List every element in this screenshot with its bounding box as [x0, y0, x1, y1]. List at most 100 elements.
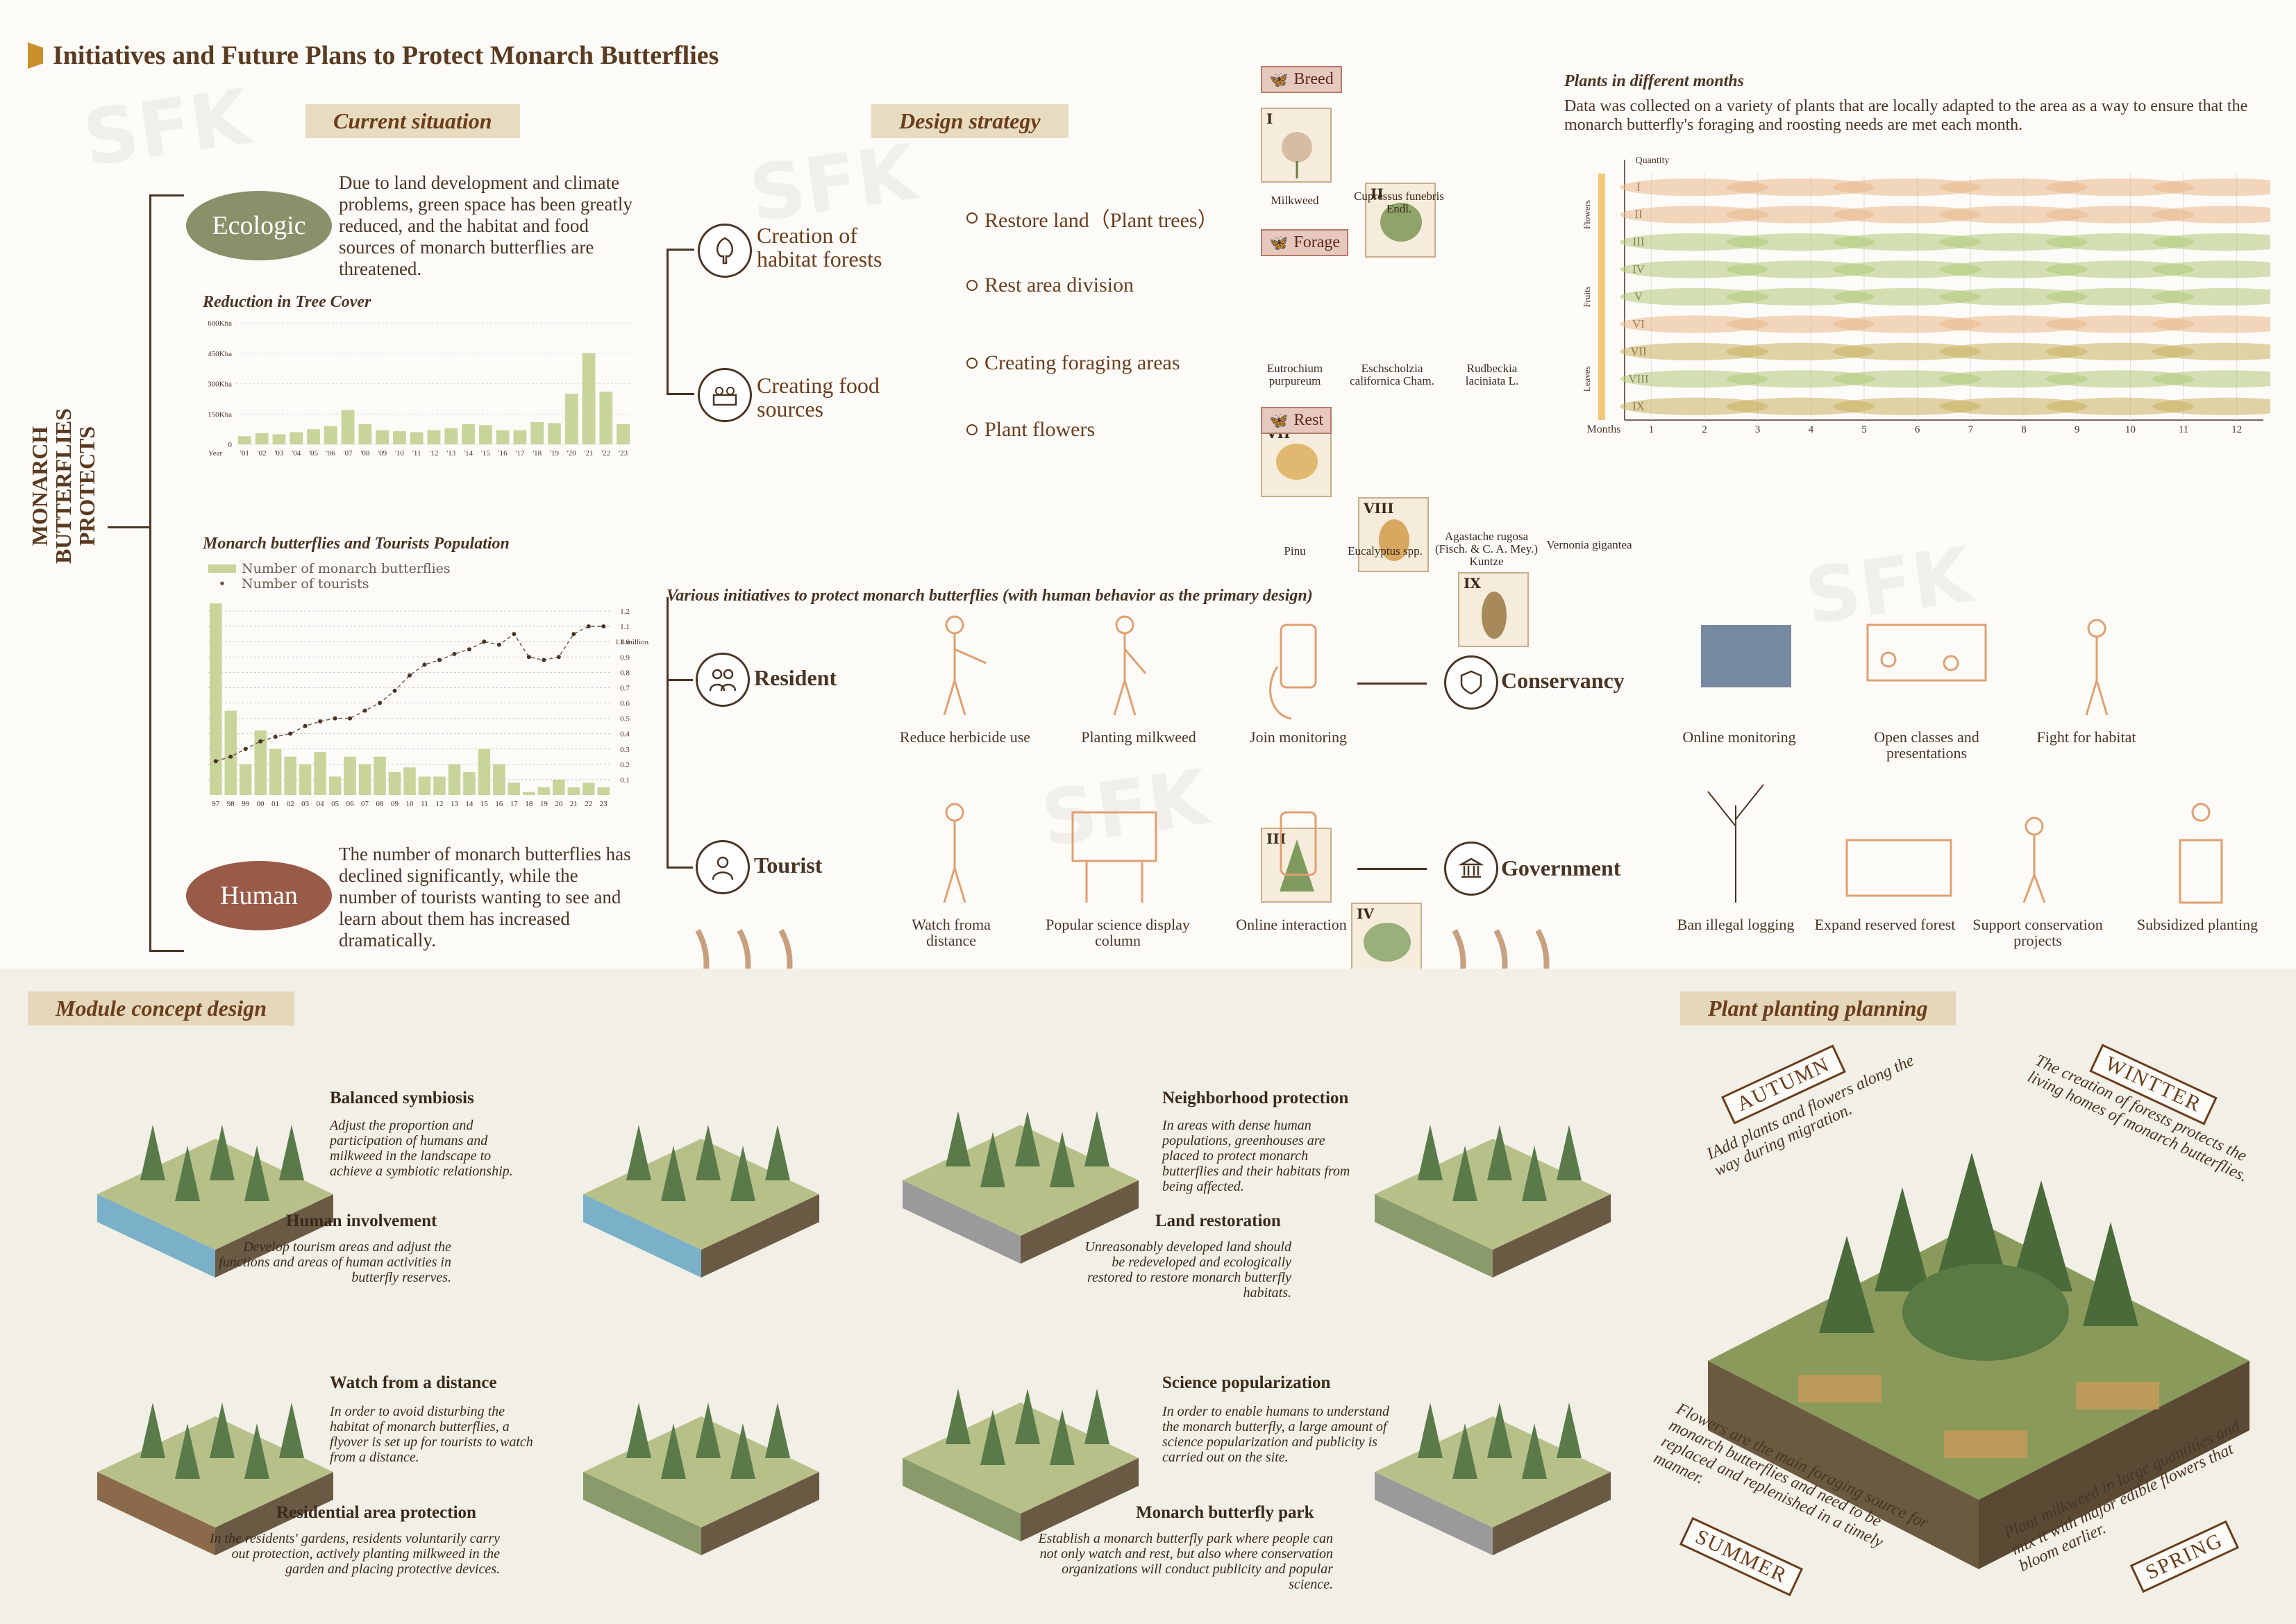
page-title-text: Initiatives and Future Plans to Protect …	[53, 41, 719, 70]
x-tick-label: '22	[601, 449, 610, 458]
x-tick-label: 99	[242, 800, 250, 808]
bar	[314, 752, 326, 795]
month-label: 2	[1702, 424, 1707, 435]
tourist-point	[467, 647, 471, 652]
tourist-point	[422, 662, 427, 667]
availability-band	[1833, 397, 1981, 415]
action-monitoring: Join monitoring	[1250, 728, 1347, 746]
availability-band	[1620, 315, 1768, 333]
bar	[254, 730, 267, 795]
bar	[238, 436, 251, 444]
human-label: Human	[186, 861, 332, 930]
bar	[564, 394, 578, 444]
y-tick-label: 0.5	[620, 715, 630, 723]
x-tick-label: 03	[301, 800, 310, 808]
tourist-point	[392, 688, 397, 693]
option-plant-flowers-text: Plant flowers	[984, 418, 1096, 441]
availability-band	[1833, 206, 1981, 224]
tree	[1522, 1146, 1547, 1201]
bar	[284, 756, 296, 795]
vertical-title: MONARCH BUTTERFLIES PROTECTS	[27, 408, 99, 564]
availability-band	[1620, 370, 1768, 388]
bar	[210, 603, 222, 795]
availability-band	[1939, 370, 2088, 388]
x-tick-label: '21	[585, 449, 594, 458]
x-axis-label: Months	[1587, 424, 1621, 435]
plant-name: Rudbeckia laciniata L.	[1465, 362, 1519, 387]
x-tick-label: 05	[331, 800, 340, 808]
x-tick-label: 11	[421, 800, 428, 808]
x-tick-label: '03	[274, 449, 283, 458]
x-tick-label: 13	[451, 800, 459, 808]
tourist-point	[601, 624, 606, 629]
tree	[1418, 1403, 1443, 1458]
plant-name: Eschscholzia californica Cham.	[1350, 362, 1434, 387]
conservancy-illustrations	[1701, 619, 2109, 716]
bar	[374, 756, 386, 795]
plant-card-eucalyptus: IV	[1351, 903, 1422, 978]
bar	[530, 421, 544, 444]
y-tick-label: 0.3	[620, 746, 630, 754]
bar	[537, 787, 551, 795]
bar	[567, 787, 580, 795]
x-tick-label: '15	[481, 449, 490, 458]
annotation: 1.0 million	[615, 638, 649, 646]
bar	[272, 434, 286, 444]
x-tick-label: '12	[430, 449, 439, 458]
availability-band	[2045, 397, 2194, 415]
y-tick-label: 1.1	[620, 623, 630, 631]
plant-name: Cupressus funebris Endl.	[1354, 190, 1444, 215]
bar	[299, 764, 312, 795]
bar	[388, 771, 401, 795]
forage-tag: 🦋Forage	[1261, 229, 1349, 256]
availability-band	[1726, 178, 1875, 196]
action-display-column: Popular science display column	[1046, 916, 1190, 949]
tree	[1452, 1423, 1477, 1479]
page-title: Initiatives and Future Plans to Protect …	[28, 40, 719, 71]
module-title: Human involvement	[286, 1212, 437, 1230]
x-tick-label: '17	[515, 449, 524, 458]
tourist-point	[362, 708, 367, 713]
plant-name: Agastache rugosa (Fisch. & C. A. Mey.) K…	[1434, 530, 1539, 568]
population-chart-title: Monarch butterflies and Tourists Populat…	[203, 535, 510, 553]
tree-cover-chart-title: Reduction in Tree Cover	[203, 293, 371, 311]
tree	[279, 1403, 304, 1458]
bar	[478, 425, 492, 444]
tourist-point	[526, 655, 531, 660]
tourist-point	[228, 754, 233, 759]
module-desc: Establish a monarch butterfly park where…	[1038, 1531, 1333, 1592]
bar	[513, 430, 527, 444]
y-tick-label: 0.8	[620, 669, 630, 677]
x-tick-label: 22	[585, 800, 592, 808]
option-plant-flowers: Plant flowers	[966, 418, 1095, 442]
x-tick-label: 20	[555, 800, 563, 808]
x-tick-label: 04	[317, 800, 325, 808]
x-tick-label: 12	[435, 800, 443, 808]
availability-band	[1726, 206, 1875, 224]
bar	[344, 756, 356, 795]
x-tick-label: 18	[525, 800, 533, 808]
action-online-monitoring: Online monitoring	[1682, 728, 1796, 746]
tourist-point	[556, 655, 561, 660]
plant-num: IX	[1464, 575, 1481, 592]
module-block	[1375, 1125, 1611, 1278]
option-rest-area-text: Rest area division	[984, 274, 1134, 296]
plant-num: II	[1371, 185, 1384, 202]
y-axis-label: Quantity	[1636, 156, 1670, 166]
y-tick-label: 0	[228, 441, 233, 449]
tree	[1487, 1125, 1512, 1180]
forage-tag-text: Forage	[1293, 233, 1341, 251]
bar	[478, 748, 491, 795]
tourist-point	[258, 739, 263, 744]
tourist-point	[586, 624, 591, 629]
tree	[244, 1146, 269, 1201]
tourist-point	[512, 632, 517, 637]
breed-tag-text: Breed	[1293, 70, 1334, 88]
butterfly-icon: 🦋	[1269, 411, 1289, 429]
tourist-point	[571, 632, 576, 637]
availability-band	[1939, 260, 2088, 278]
tourist-icon	[696, 840, 750, 894]
availability-band	[1833, 287, 1981, 306]
month-label: 12	[2231, 424, 2242, 435]
tree	[1557, 1403, 1582, 1458]
